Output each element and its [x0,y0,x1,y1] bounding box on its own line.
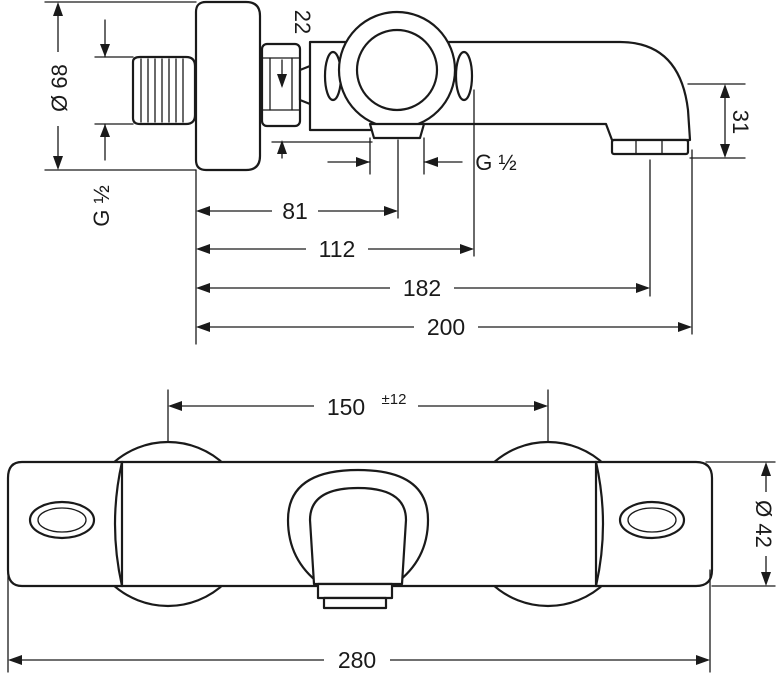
dim-280-label: 280 [338,647,376,673]
center-spout [286,468,430,610]
dim-182: 182 [196,275,650,301]
dim-22: 22 [271,10,373,159]
dim-diameter-68: Ø 68 [44,1,197,171]
dim-thread-left: G ½ [89,19,134,227]
side-view: Ø 68 G ½ 22 G ½ [44,0,753,345]
dim-81-label: 81 [282,198,308,224]
dim-diameter-42-label: Ø 42 [751,500,776,548]
right-handle [594,460,686,588]
dim-22-label: 22 [290,10,315,34]
dim-31-label: 31 [728,110,753,134]
left-handle [28,460,124,588]
dim-diameter-68-label: Ø 68 [47,64,72,112]
dim-spacing-150-tolerance: ±12 [382,391,407,408]
dim-112: 112 [196,236,474,262]
dim-112-label: 112 [319,236,356,262]
dim-thread-left-label: G ½ [89,185,114,227]
dim-280: 280 [7,569,711,673]
dim-diameter-42: Ø 42 [705,461,776,587]
dim-spacing-150: 150 ±12 [167,388,549,443]
dim-31: 31 [687,83,753,159]
wall-rosette [194,0,262,172]
dim-81: 81 [196,198,398,224]
dim-thread-right-label: G ½ [475,150,517,175]
dim-200: 200 [196,314,692,340]
aerator [610,138,690,156]
mixer-cap [355,28,439,112]
dim-spacing-150-label: 150 [327,394,365,420]
threaded-inlet [131,55,197,126]
dim-182-label: 182 [403,275,441,301]
dim-thread-right: G ½ [327,137,517,175]
dim-200-label: 200 [427,314,465,340]
front-view: 150 ±12 Ø 42 280 [6,388,776,673]
